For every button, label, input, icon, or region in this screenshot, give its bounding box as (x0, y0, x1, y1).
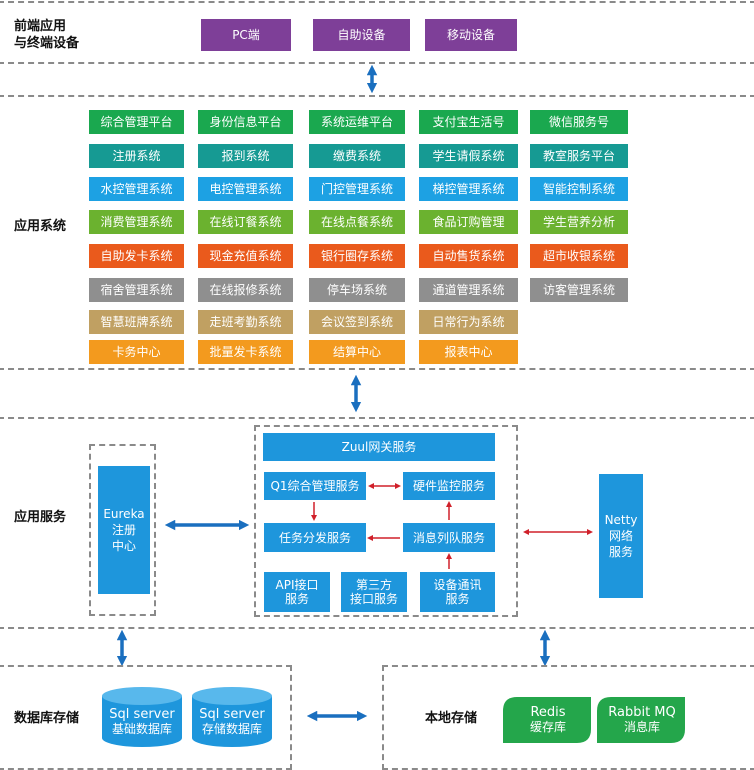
app-system-box: 超市收银系统 (530, 244, 628, 268)
app-system-box: 综合管理平台 (89, 110, 184, 134)
app-system-box: 批量发卡系统 (198, 340, 293, 364)
app-system-box: 梯控管理系统 (419, 177, 518, 201)
netty-line2: 网络 (608, 529, 633, 543)
app-system-box: 宿舍管理系统 (89, 278, 184, 302)
apps-panel (0, 95, 754, 370)
app-system-box: 卡务中心 (89, 340, 184, 364)
netty-box: Netty 网络 服务 (599, 474, 643, 598)
app-system-box: 消费管理系统 (89, 210, 184, 234)
eureka-line2: 注册 (111, 523, 136, 537)
base-db-cylinder (102, 687, 182, 747)
dev-line1: 设备通讯 (433, 578, 482, 592)
db2-line1: Sql server (199, 707, 265, 722)
rabbitmq-text: Rabbit MQ 消息库 (597, 700, 687, 740)
redis-line2: 缓存库 (529, 720, 566, 734)
eureka-box: Eureka 注册 中心 (98, 466, 150, 594)
gateway-frame (254, 425, 518, 617)
db2-line2: 存储数据库 (201, 722, 262, 736)
app-system-box: 缴费系统 (309, 144, 405, 168)
api-line2: 服务 (284, 592, 309, 606)
services-label: 应用服务 (14, 510, 67, 525)
db1-line2: 基础数据库 (111, 722, 172, 736)
app-system-box: 学生请假系统 (419, 144, 518, 168)
app-system-box: 身份信息平台 (198, 110, 293, 134)
eureka-frame (89, 444, 156, 616)
app-system-box: 系统运维平台 (309, 110, 405, 134)
app-system-box: 支付宝生活号 (419, 110, 518, 134)
local-label: 本地存储 (425, 711, 478, 726)
app-system-box: 报到系统 (198, 144, 293, 168)
apps-label: 应用系统 (14, 219, 67, 234)
q1-box: Q1综合管理服务 (264, 472, 366, 500)
api-line1: API接口 (275, 578, 319, 592)
hw-box: 硬件监控服务 (403, 472, 495, 500)
storage-db-text: Sql server 存储数据库 (190, 704, 274, 740)
app-system-box: 在线订餐系统 (198, 210, 293, 234)
api-box: API接口 服务 (264, 572, 330, 612)
rabbit-line2: 消息库 (623, 720, 660, 734)
frontend-label-line2: 与终端设备 (14, 36, 80, 51)
kiosk-box: 自助设备 (313, 19, 410, 51)
frontend-label: 前端应用 与终端设备 (14, 18, 79, 52)
netty-line3: 服务 (608, 545, 633, 559)
mq-box: 消息列队服务 (403, 523, 495, 552)
app-system-box: 自助发卡系统 (89, 244, 184, 268)
app-system-box: 会议签到系统 (309, 310, 405, 334)
frontend-label-line1: 前端应用 (14, 19, 67, 34)
app-system-box: 结算中心 (309, 340, 405, 364)
app-system-box: 食品订购管理 (419, 210, 518, 234)
app-system-box: 智能控制系统 (530, 177, 628, 201)
redis-text: Redis 缓存库 (503, 700, 593, 740)
task-box: 任务分发服务 (264, 523, 366, 552)
third-line2: 接口服务 (349, 592, 398, 606)
app-system-box: 学生营养分析 (530, 210, 628, 234)
app-system-box: 通道管理系统 (419, 278, 518, 302)
app-system-box: 门控管理系统 (309, 177, 405, 201)
third-line1: 第三方 (355, 578, 392, 592)
database-label: 数据库存储 (14, 711, 80, 726)
app-system-box: 现金充值系统 (198, 244, 293, 268)
app-system-box: 走班考勤系统 (198, 310, 293, 334)
dev-line2: 服务 (445, 592, 470, 606)
app-system-box: 在线点餐系统 (309, 210, 405, 234)
redis-line1: Redis (530, 705, 566, 720)
eureka-line1: Eureka (103, 507, 145, 521)
rabbit-line1: Rabbit MQ (608, 705, 676, 720)
app-system-box: 在线报修系统 (198, 278, 293, 302)
device-comm-box: 设备通讯 服务 (420, 572, 495, 612)
third-party-box: 第三方 接口服务 (341, 572, 407, 612)
app-system-box: 停车场系统 (309, 278, 405, 302)
rabbitmq-shape (597, 697, 685, 743)
pc-box: PC端 (201, 19, 291, 51)
mobile-box: 移动设备 (425, 19, 517, 51)
app-system-box: 电控管理系统 (198, 177, 293, 201)
app-system-box: 日常行为系统 (419, 310, 518, 334)
zuul-box: Zuul网关服务 (263, 433, 495, 461)
app-system-box: 微信服务号 (530, 110, 628, 134)
redis-shape (503, 697, 591, 743)
frontend-panel (0, 1, 754, 64)
services-panel (0, 417, 754, 629)
netty-line1: Netty (604, 513, 638, 527)
app-system-box: 注册系统 (89, 144, 184, 168)
db1-line1: Sql server (109, 707, 175, 722)
app-system-box: 智慧班牌系统 (89, 310, 184, 334)
base-db-text: Sql server 基础数据库 (100, 704, 184, 740)
app-system-box: 自动售货系统 (419, 244, 518, 268)
storage-db-cylinder (192, 687, 272, 747)
app-system-box: 水控管理系统 (89, 177, 184, 201)
app-system-box: 访客管理系统 (530, 278, 628, 302)
eureka-line3: 中心 (111, 539, 136, 553)
app-system-box: 报表中心 (419, 340, 518, 364)
app-system-box: 银行圈存系统 (309, 244, 405, 268)
app-system-box: 教室服务平台 (530, 144, 628, 168)
